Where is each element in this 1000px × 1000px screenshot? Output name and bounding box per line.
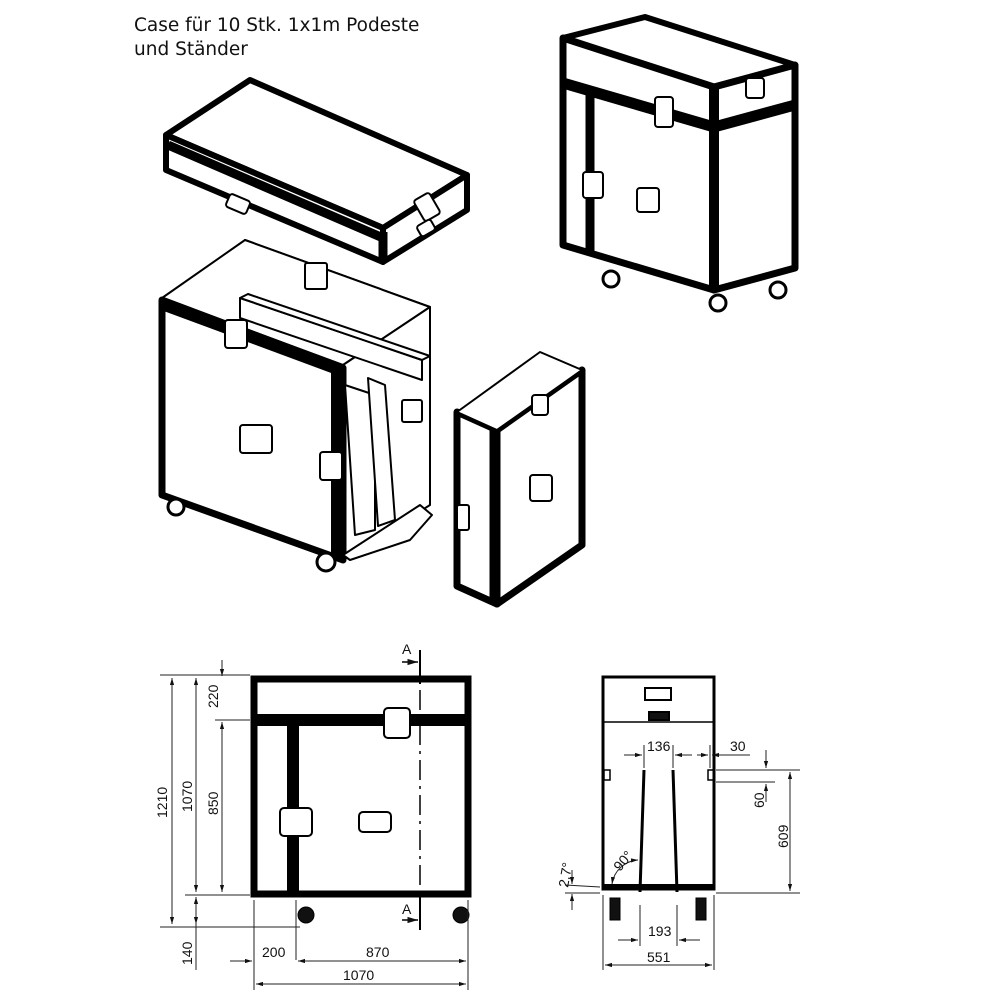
- dim-slot-spacing-bottom: 193: [648, 923, 672, 939]
- castor-icon: [452, 906, 470, 924]
- handle-icon: [239, 424, 273, 454]
- dim-slot-spacing-top: 136: [647, 738, 671, 754]
- handle-icon: [529, 474, 553, 502]
- dim-case-height: 1070: [179, 781, 195, 812]
- isometric-closed-case: [559, 14, 799, 313]
- dim-lid-height: 220: [205, 684, 221, 708]
- castor-icon: [609, 897, 621, 921]
- handle-icon: [413, 192, 441, 238]
- handle-icon: [745, 77, 765, 99]
- isometric-open-case: [158, 239, 433, 573]
- latch-icon: [648, 711, 670, 721]
- latch-icon: [279, 807, 313, 837]
- drawing-title: Case für 10 Stk. 1x1m Podeste und Stände…: [134, 14, 419, 62]
- handle-icon: [644, 687, 672, 701]
- latch-icon: [224, 319, 248, 349]
- dim-rail-height: 60: [751, 792, 767, 808]
- castor-icon: [601, 269, 621, 289]
- handle-icon: [636, 187, 660, 213]
- castor-icon: [708, 293, 728, 313]
- handle-icon: [358, 811, 392, 833]
- section-view: [564, 675, 800, 970]
- dim-section-a-top: A: [402, 641, 412, 657]
- latch-icon: [319, 451, 343, 481]
- latch-icon: [582, 171, 604, 199]
- title-line-2: und Ständer: [134, 39, 248, 60]
- dim-rail-width: 30: [730, 738, 746, 754]
- dim-floor-angle: 2,7°: [555, 861, 575, 888]
- latch-icon: [531, 394, 549, 416]
- castor-icon: [768, 280, 788, 300]
- dim-section-a-bottom: A: [402, 901, 412, 917]
- front-view-dimensions: A A 1210 1070 220 850 140 200 870 1070: [154, 641, 412, 983]
- latch-icon: [225, 193, 251, 215]
- castor-icon: [695, 897, 707, 921]
- dim-total-depth: 551: [647, 949, 671, 965]
- castor-icon: [297, 906, 315, 924]
- isometric-lid: [163, 77, 470, 265]
- dim-door-width: 870: [366, 944, 390, 960]
- latch-icon: [401, 399, 423, 423]
- isometric-door: [453, 351, 586, 608]
- dim-total-width: 1070: [343, 967, 374, 983]
- front-view: [160, 650, 472, 990]
- latch-icon: [654, 96, 674, 128]
- latch-icon: [304, 262, 328, 290]
- latch-icon: [383, 707, 411, 739]
- dim-rail-elevation: 609: [775, 824, 791, 848]
- title-line-1: Case für 10 Stk. 1x1m Podeste: [134, 15, 420, 36]
- dim-door-offset: 200: [262, 944, 286, 960]
- latch-icon: [456, 504, 470, 531]
- castor-icon: [315, 551, 337, 573]
- dim-total-height: 1210: [154, 787, 170, 818]
- dim-body-height: 850: [205, 791, 221, 815]
- dim-castor-height: 140: [179, 941, 195, 965]
- castor-icon: [166, 497, 186, 517]
